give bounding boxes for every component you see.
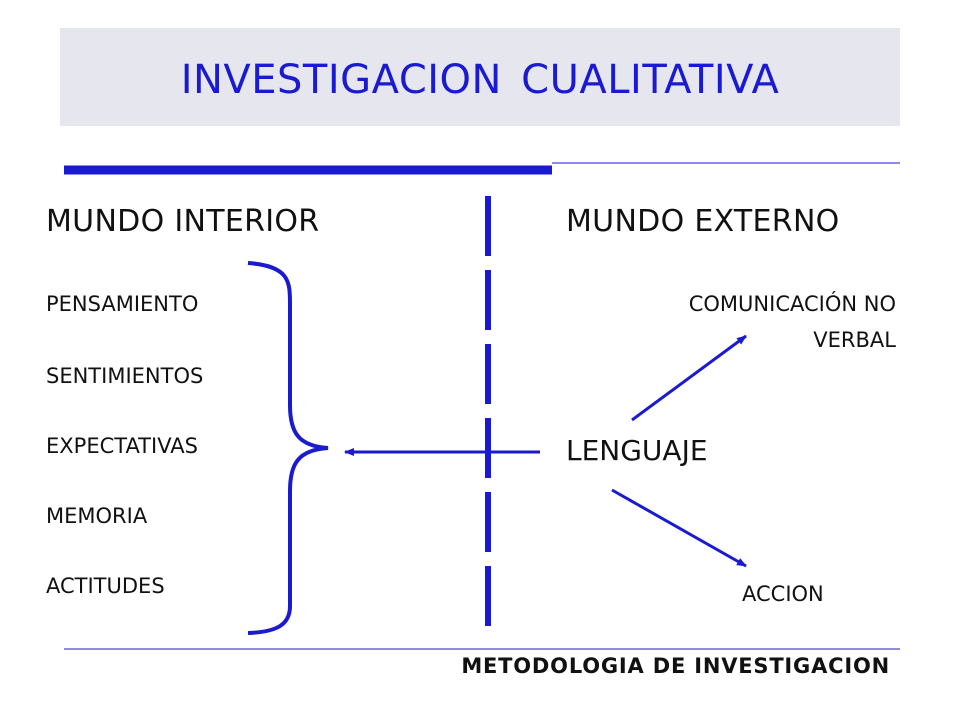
footer-text: METODOLOGIA DE INVESTIGACION — [461, 654, 890, 678]
arrow-to-comunicacion — [631, 334, 747, 422]
slide-title: INVESTIGACION CUALITATIVA — [180, 57, 780, 103]
grouping-brace — [247, 261, 329, 635]
item-sentimientos: SENTIMIENTOS — [46, 364, 204, 388]
item-expectativas: EXPECTATIVAS — [46, 434, 198, 458]
arrow-to-accion — [611, 488, 747, 568]
heading-mundo-interior: MUNDO INTERIOR — [46, 204, 320, 239]
label-comunicacion-line1: COMUNICACIÓN NO — [688, 292, 896, 316]
item-actitudes: ACTITUDES — [46, 574, 165, 598]
item-memoria: MEMORIA — [46, 504, 148, 528]
item-pensamiento: PENSAMIENTO — [46, 292, 199, 316]
label-comunicacion-line2: VERBAL — [813, 328, 896, 352]
title-band: INVESTIGACION CUALITATIVA — [60, 28, 900, 126]
heading-mundo-externo: MUNDO EXTERNO — [566, 204, 840, 239]
label-lenguaje: LENGUAJE — [566, 434, 708, 467]
label-accion: ACCION — [742, 582, 824, 606]
